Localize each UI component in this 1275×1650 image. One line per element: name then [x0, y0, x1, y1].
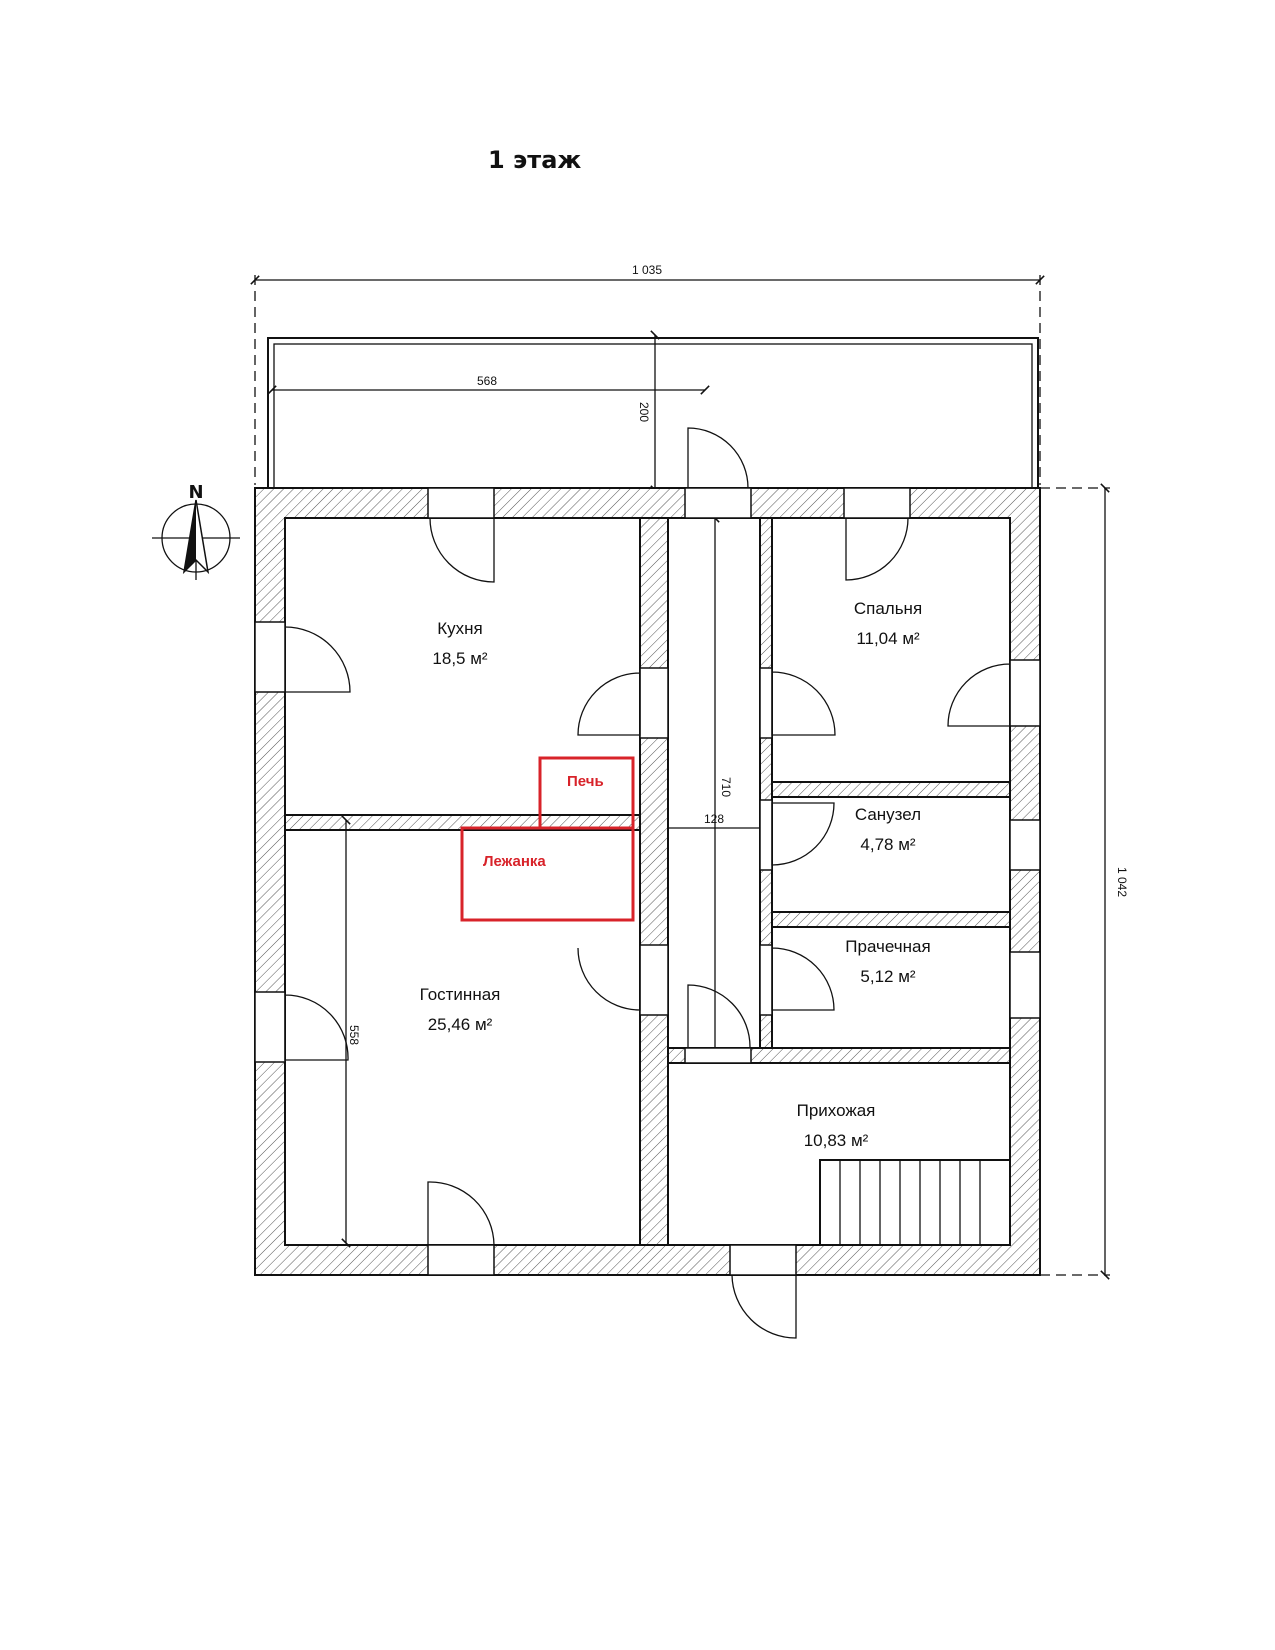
room-bathroom-area: 4,78 м² [860, 835, 915, 854]
room-kitchen-area: 18,5 м² [432, 649, 487, 668]
room-hall-name: Прихожая [797, 1101, 876, 1120]
dimension-total-width: 1 035 [250, 263, 1045, 485]
terrace: 568 200 [267, 330, 1039, 495]
dimension-corridor-width: 128 [704, 812, 724, 826]
dimension-terrace-depth: 200 [637, 402, 651, 422]
room-hall-area: 10,83 м² [804, 1131, 869, 1150]
room-laundry-area: 5,12 м² [860, 967, 915, 986]
room-bedroom: Спальня 11,04 м² [854, 599, 922, 648]
stove-bed-label: Лежанка [483, 853, 546, 870]
dimension-total-height-label: 1 042 [1115, 867, 1129, 897]
dimension-total-height: 1 042 [1040, 483, 1129, 1280]
room-kitchen-name: Кухня [437, 619, 483, 638]
room-living-name: Гостинная [420, 985, 501, 1004]
dimension-living-length: 558 [347, 1025, 361, 1045]
room-bedroom-name: Спальня [854, 599, 922, 618]
room-living-area: 25,46 м² [428, 1015, 493, 1034]
interior-walls [284, 517, 1011, 1246]
room-bedroom-area: 11,04 м² [856, 629, 920, 648]
dimension-terrace-width: 568 [477, 374, 497, 388]
room-living: Гостинная 25,46 м² [420, 985, 501, 1034]
room-laundry-name: Прачечная [845, 937, 930, 956]
room-kitchen: Кухня 18,5 м² [432, 619, 487, 668]
north-arrow-icon: N [152, 482, 240, 580]
openings [254, 487, 1041, 1276]
stairs [819, 1159, 1011, 1246]
room-laundry: Прачечная 5,12 м² [845, 937, 930, 986]
room-bathroom: Санузел 4,78 м² [855, 805, 921, 854]
north-label: N [188, 482, 203, 503]
door-swings [284, 427, 1011, 1339]
stove-label: Печь [567, 773, 604, 790]
corridor [667, 517, 761, 1049]
dimension-corridor-length: 710 [719, 777, 733, 797]
page-title: 1 этаж [488, 146, 581, 174]
dimension-total-width-label: 1 035 [632, 263, 662, 277]
stove-bed: Лежанка [460, 826, 635, 922]
room-bathroom-name: Санузел [855, 805, 921, 824]
room-hall: Прихожая 10,83 м² [797, 1101, 876, 1150]
